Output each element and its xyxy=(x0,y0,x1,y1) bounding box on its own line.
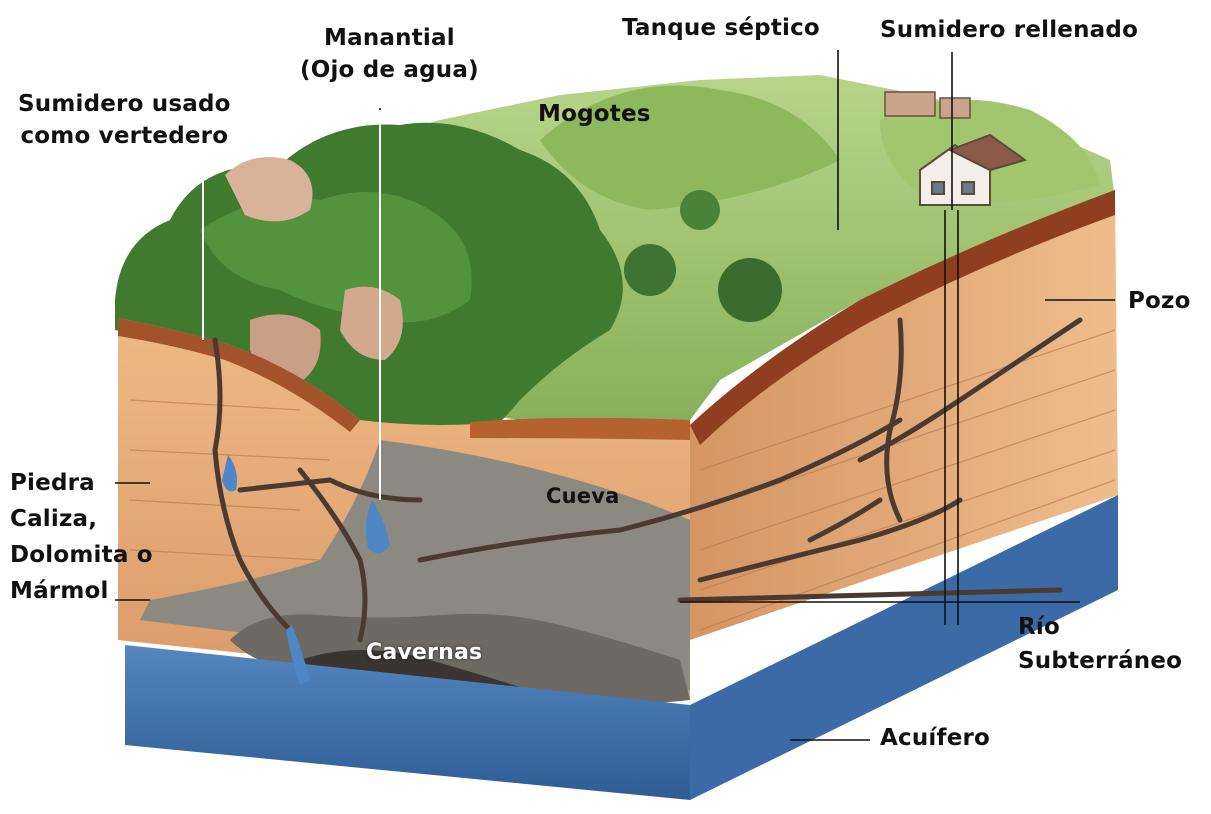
tree-clump xyxy=(624,244,676,296)
tree-clump xyxy=(680,190,720,230)
label-tanque-septico: Tanque séptico xyxy=(622,12,820,44)
label-rio-subterraneo: Río Subterráneo xyxy=(1018,610,1182,678)
label-manantial: Manantial (Ojo de agua) xyxy=(300,22,479,86)
label-piedra-line1: Piedra xyxy=(10,465,153,501)
label-cueva: Cueva xyxy=(546,480,619,512)
label-rio-line2: Subterráneo xyxy=(1018,644,1182,678)
label-pozo: Pozo xyxy=(1128,285,1191,317)
label-manantial-line2: (Ojo de agua) xyxy=(300,54,479,86)
label-piedra-line4: Mármol xyxy=(10,573,153,609)
soil-edge xyxy=(470,418,690,440)
label-sumidero-usado-line2: como vertedero xyxy=(18,120,231,152)
label-acuifero: Acuífero xyxy=(880,722,990,754)
label-manantial-line1: Manantial xyxy=(300,22,479,54)
label-mogotes: Mogotes xyxy=(538,98,651,130)
label-piedra: Piedra Caliza, Dolomita o Mármol xyxy=(10,465,153,609)
label-sumidero-rellenado: Sumidero rellenado xyxy=(880,14,1138,46)
label-piedra-line3: Dolomita o xyxy=(10,537,153,573)
label-piedra-line2: Caliza, xyxy=(10,501,153,537)
label-cavernas: Cavernas xyxy=(366,637,482,669)
farm-building xyxy=(885,92,970,118)
tree-clump xyxy=(718,258,782,322)
label-sumidero-usado: Sumidero usado como vertedero xyxy=(18,88,231,152)
label-sumidero-usado-line1: Sumidero usado xyxy=(18,88,231,120)
label-rio-line1: Río xyxy=(1018,610,1182,644)
